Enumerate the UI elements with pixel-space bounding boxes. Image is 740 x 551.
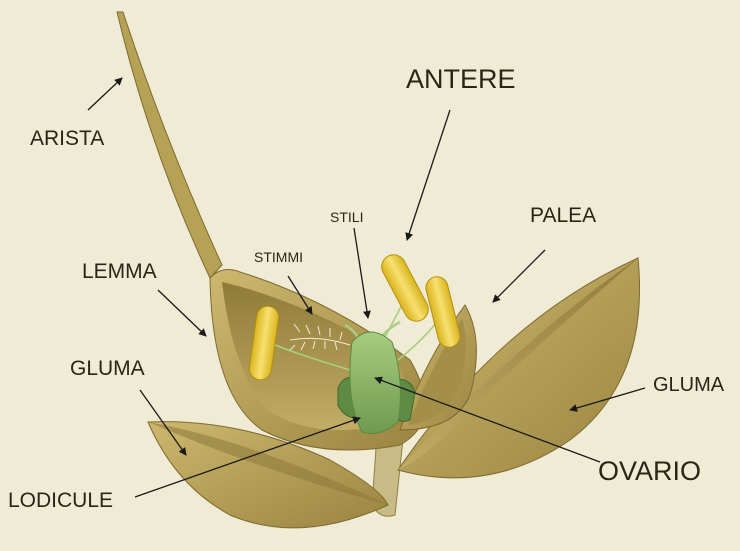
label-gluma-left: GLUMA — [70, 357, 145, 380]
label-arista: ARISTA — [30, 127, 104, 150]
label-ovario: OVARIO — [598, 456, 701, 486]
label-palea: PALEA — [530, 204, 596, 227]
awn-arista-shape — [117, 12, 222, 278]
anther-right — [424, 274, 463, 349]
label-stimmi: STIMMI — [254, 249, 303, 265]
label-lodicule: LODICULE — [8, 489, 113, 512]
arrow-arista — [88, 78, 122, 110]
label-antere: ANTERE — [406, 64, 516, 94]
anther-top — [378, 251, 433, 326]
label-lemma: LEMMA — [82, 260, 157, 283]
arrow-antere — [407, 110, 450, 240]
label-gluma-right: GLUMA — [653, 374, 725, 396]
arrow-stili — [354, 228, 368, 318]
arrow-lemma — [158, 290, 206, 336]
label-stili: STILI — [330, 209, 363, 225]
arrow-palea — [493, 250, 545, 302]
